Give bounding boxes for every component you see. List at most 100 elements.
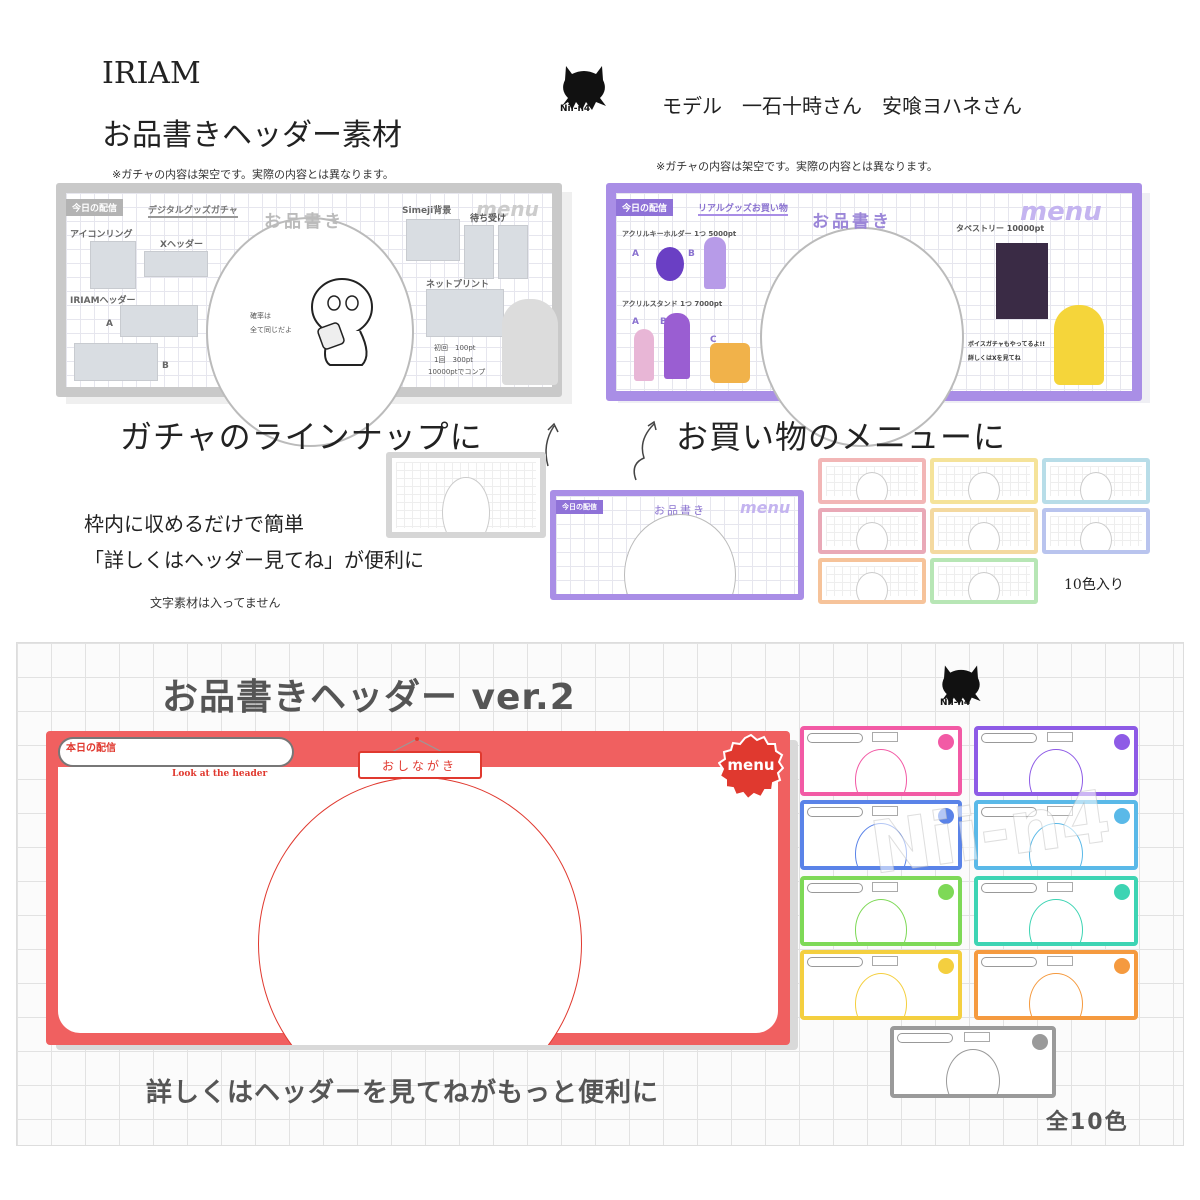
arrow-up-icon	[540, 420, 564, 468]
shop-keyholder-art-b	[704, 237, 726, 289]
shop-title: お品書き	[812, 212, 892, 232]
menu-badge: menu	[717, 733, 785, 801]
gacha-icon-ring: アイコンリング	[70, 230, 133, 240]
look-label: Look at the header	[172, 769, 268, 779]
v1-variant-4	[818, 508, 926, 554]
preview-menu: menu	[740, 498, 791, 517]
ver2-color-count: 全10色	[1046, 1110, 1129, 1135]
brand-title: IRIAM	[102, 56, 201, 91]
gacha-price-1: 初回 100pt	[434, 344, 476, 352]
v2-variant-green	[800, 876, 962, 946]
v2-variant-blue	[800, 800, 962, 870]
desc-line-1: 枠内に収めるだけで簡単	[84, 512, 304, 536]
note-right: ※ガチャの内容は架空です。実際の内容とは異なります。	[656, 160, 938, 173]
oshinagaki-label: おしながき	[382, 759, 458, 773]
gacha-a: A	[106, 319, 113, 329]
ver2-logo-text: Nii-n4	[940, 698, 971, 708]
gacha-center-circle	[206, 217, 414, 447]
gacha-character-illustration	[502, 299, 558, 385]
shop-a1: A	[632, 249, 639, 259]
ver2-title: お品書きヘッダー ver.2	[162, 677, 576, 718]
gacha-thumb-5	[406, 219, 460, 261]
gacha-menu-label: menu	[476, 197, 539, 221]
main-title: お品書きヘッダー素材	[102, 118, 402, 153]
v2-variant-gray	[890, 1026, 1056, 1098]
ver2-logo-icon: Nii-n4	[936, 660, 986, 712]
oshinagaki-hanger	[382, 735, 452, 757]
gacha-thumb-8	[426, 289, 504, 337]
gacha-title: お品書き	[264, 212, 344, 232]
gacha-b: B	[162, 361, 169, 371]
v2-variant-lightblue	[974, 800, 1138, 870]
model-credit: モデル 一石十時さん 安喰ヨハネさん	[662, 94, 1022, 118]
gacha-thumb-6	[464, 225, 494, 279]
v2-variant-purple	[974, 726, 1138, 796]
color-count-v1: 10色入り	[1064, 577, 1124, 593]
desc-line-2: 「詳しくはヘッダー見てね」が便利に	[84, 548, 424, 572]
gacha-x-header: Xヘッダー	[160, 240, 203, 250]
v1-variant-3	[1042, 458, 1150, 504]
shop-c: C	[710, 335, 717, 345]
v2-variant-orange	[974, 950, 1138, 1020]
desc-note: 文字素材は入ってません	[150, 596, 281, 610]
shop-keyholder-art-a	[656, 247, 684, 281]
v2-variant-yellow	[800, 950, 962, 1020]
v1-variant-7	[818, 558, 926, 604]
v1-variant-1	[818, 458, 926, 504]
ver2-caption: 詳しくはヘッダーを見てねがもっと便利に	[146, 1078, 660, 1108]
preview-circle	[624, 514, 736, 594]
red-frame: 本日の配信 Look at the header おしながき	[46, 731, 790, 1045]
v1-variant-8	[930, 558, 1038, 604]
arrow-up-right-icon	[630, 420, 660, 482]
gacha-netprint: ネットプリント	[426, 280, 490, 290]
v2-variant-teal	[974, 876, 1138, 946]
red-center-circle	[258, 777, 582, 1045]
shop-stand-art-c	[710, 343, 750, 383]
shop-a2: A	[632, 317, 639, 327]
shop-keyholder: アクリルキーホルダー 1つ 5000pt	[622, 230, 737, 238]
v1-variant-6	[1042, 508, 1150, 554]
gacha-price-3: 10000ptでコンプ	[428, 368, 486, 376]
gacha-thumb-2	[144, 251, 208, 277]
shop-voice-1: ボイスガチャもやってるよ!!	[968, 341, 1045, 348]
oshinagaki-sign	[358, 751, 482, 779]
preview-today-tag: 今日の配信	[556, 500, 603, 514]
menu-badge-label: menu	[727, 756, 775, 774]
shop-voice-2: 詳しくはXを見てね	[968, 355, 1021, 362]
logo-text: Nii-n4	[560, 104, 591, 114]
gacha-thumb-7	[498, 225, 528, 279]
gacha-rate-1: 確率は	[250, 312, 271, 320]
gacha-today-tag: 今日の配信	[66, 199, 124, 216]
v1-variant-2	[930, 458, 1038, 504]
gacha-thumb-4	[74, 343, 158, 381]
shop-center-circle	[760, 227, 964, 447]
note-left: ※ガチャの内容は架空です。実際の内容とは異なります。	[112, 168, 394, 181]
caption-shopping: お買い物のメニューに	[676, 418, 1007, 456]
octopus-logo-icon: Nii-n4	[556, 60, 612, 118]
shop-today-tag: 今日の配信	[616, 199, 674, 216]
gacha-thumb-3	[120, 305, 198, 337]
preview-title: お品書き	[654, 504, 706, 517]
shop-tapestry-art	[996, 243, 1048, 319]
gacha-frame: 今日の配信 デジタルグッズガチャ お品書き menu アイコンリング Xヘッダー…	[56, 183, 562, 447]
gacha-simeji: Simeji背景	[402, 206, 452, 216]
shop-frame: 今日の配信 リアルグッズお買い物 お品書き menu アクリルキーホルダー 1つ…	[606, 183, 1142, 447]
gacha-rate-2: 全て同じだよ	[250, 326, 292, 334]
gacha-waiting: 待ち受け	[470, 214, 507, 224]
shop-heading: リアルグッズお買い物	[698, 201, 788, 216]
v2-variant-pink	[800, 726, 962, 796]
shop-menu-label: menu	[1020, 197, 1102, 227]
gacha-thumb-1	[90, 241, 136, 289]
mascot-sketch-icon	[300, 269, 390, 369]
shop-tapestry: タペストリー 10000pt	[956, 224, 1045, 233]
shop-stand-art-a	[634, 329, 654, 381]
shop-stand-art-b	[664, 313, 690, 379]
caption-gacha: ガチャのラインナップに	[120, 418, 483, 456]
shop-stand: アクリルスタンド 1つ 7000pt	[622, 300, 723, 308]
today-label: 本日の配信	[66, 743, 116, 754]
gacha-heading: デジタルグッズガチャ	[148, 203, 238, 218]
gacha-price-2: 1回 300pt	[434, 356, 474, 364]
gacha-iriam-header: IRIAMヘッダー	[70, 296, 136, 306]
v1-variant-5	[930, 508, 1038, 554]
shop-b2: B	[660, 317, 667, 327]
